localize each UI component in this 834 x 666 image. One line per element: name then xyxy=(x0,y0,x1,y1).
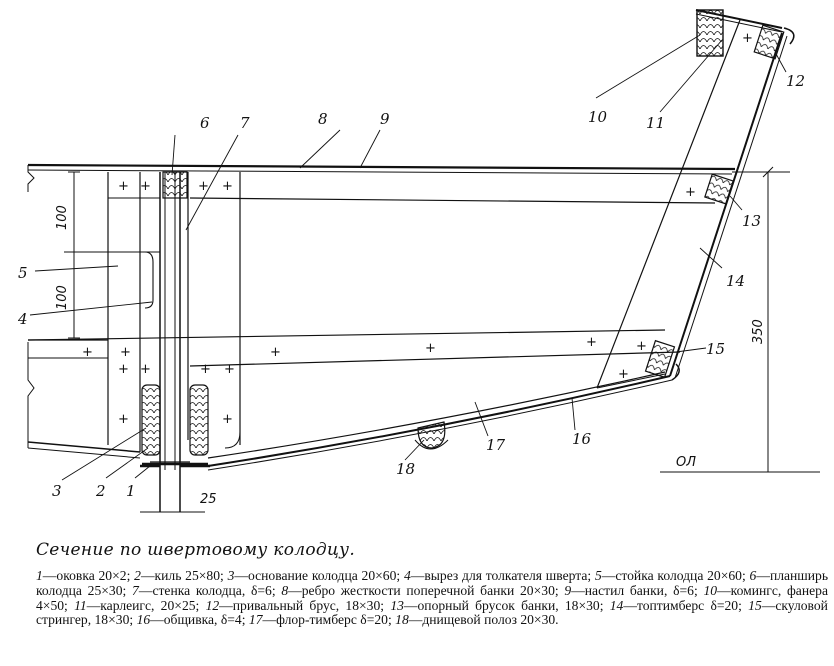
plus-mark: + xyxy=(222,179,233,194)
legend-item: 10—комингс, фанера 4×50; xyxy=(36,582,828,613)
legend-item: 5—стойка колодца 20×60; xyxy=(594,568,746,583)
legend-item: 4—вырез для толкателя шверта; xyxy=(403,568,592,583)
label-1: 1 xyxy=(126,482,136,500)
label-11: 11 xyxy=(646,114,665,132)
label-10: 10 xyxy=(588,108,608,126)
dimension-25: 25 xyxy=(140,492,217,513)
legend-item: 17—флор-тимберс δ=20; xyxy=(248,612,392,628)
plus-marks: + + + + + + + + + + + + + + + + + + + xyxy=(82,31,753,427)
bank-support xyxy=(704,173,734,205)
dim-350: 350 xyxy=(751,319,766,344)
legend-item: 9—настил банки, δ=6; xyxy=(564,582,698,598)
legend-item: 7—стенка колодца, δ=6; xyxy=(132,582,276,598)
bank-rib xyxy=(189,197,716,204)
label-12: 12 xyxy=(786,72,805,90)
plus-mark: + xyxy=(586,335,597,350)
plus-mark: + xyxy=(118,362,129,377)
label-9: 9 xyxy=(380,110,390,128)
bottom-runner xyxy=(414,421,449,450)
plus-mark: + xyxy=(200,362,211,377)
dim-100-lower: 100 xyxy=(55,285,70,310)
plus-mark: + xyxy=(120,345,131,360)
left-post xyxy=(107,172,160,452)
plus-mark: + xyxy=(425,341,436,356)
caption-title: Сечение по швертовому колодцу. xyxy=(36,540,356,560)
boat-section-drawing: + + + + + + + + + + + + + + + + + + + 10… xyxy=(17,9,820,513)
legend-item: 14—топтимберс δ=20; xyxy=(609,597,742,613)
legend-item: 2—киль 25×80; xyxy=(134,568,224,583)
label-13: 13 xyxy=(742,212,761,230)
plus-mark: + xyxy=(198,179,209,194)
plus-mark: + xyxy=(118,179,129,194)
legend-item: 1—оковка 20×2; xyxy=(36,568,131,583)
label-5: 5 xyxy=(18,264,28,282)
dim-25: 25 xyxy=(200,492,217,507)
plus-mark: + xyxy=(224,362,235,377)
legend-item: 18—днищевой полоз 20×30. xyxy=(395,612,559,628)
waterline: ОЛ xyxy=(660,455,820,473)
legend-item: 16—общивка, δ=4; xyxy=(136,612,246,628)
plus-mark: + xyxy=(636,339,647,354)
legend-item: 15—скуловой стрингер, 18×30; xyxy=(36,597,828,628)
label-14: 14 xyxy=(726,272,745,290)
legend-item: 13—опорный брусок банки, 18×30; xyxy=(390,597,604,613)
dim-100-upper: 100 xyxy=(55,205,70,230)
break-lines xyxy=(27,165,35,448)
label-15: 15 xyxy=(706,340,725,358)
centerboard-well xyxy=(142,172,208,512)
pusher-cutout xyxy=(144,251,154,309)
plus-mark: + xyxy=(742,31,753,46)
label-8: 8 xyxy=(318,110,328,128)
label-18: 18 xyxy=(396,460,415,478)
label-4: 4 xyxy=(17,310,28,328)
label-3: 3 xyxy=(52,482,62,500)
label-2: 2 xyxy=(95,482,106,500)
leader-lines xyxy=(29,34,787,481)
legend-item: 8—ребро жесткости поперечной банки 20×30… xyxy=(281,582,559,598)
item-labels: 6 7 8 9 10 11 12 13 14 15 16 17 18 5 4 3… xyxy=(17,72,805,500)
legend-item: 3—основание колодца 20×60; xyxy=(227,568,401,583)
label-7: 7 xyxy=(240,114,250,132)
legend-item: 11—карлеигс, 20×25; xyxy=(74,597,200,613)
legend: 1—оковка 20×2; 2—киль 25×80; 3—основание… xyxy=(36,568,829,628)
plus-mark: + xyxy=(140,179,151,194)
plus-mark: + xyxy=(270,345,281,360)
well-base xyxy=(141,384,209,456)
legend-item: 12—привальный брус, 18×30; xyxy=(205,597,385,613)
label-16: 16 xyxy=(572,430,592,448)
hull-skin xyxy=(207,32,788,471)
chine-stringer xyxy=(644,339,676,379)
bank-deck xyxy=(27,163,736,175)
top-timber xyxy=(596,19,741,389)
label-17: 17 xyxy=(486,436,506,454)
waterline-label: ОЛ xyxy=(676,455,696,470)
label-6: 6 xyxy=(200,114,210,132)
plus-mark: + xyxy=(82,345,93,360)
dimension-350: 350 xyxy=(732,166,790,472)
plus-mark: + xyxy=(222,412,233,427)
left-floor-band xyxy=(27,339,141,459)
coaming-assembly xyxy=(695,9,795,60)
plus-mark: + xyxy=(618,367,629,382)
plus-mark: + xyxy=(140,362,151,377)
legend-item: 6—планширь колодца 25×30; xyxy=(36,568,829,598)
right-floor-timber xyxy=(27,172,681,459)
plus-mark: + xyxy=(118,412,129,427)
well-coaming xyxy=(162,171,188,199)
plus-mark: + xyxy=(685,185,696,200)
